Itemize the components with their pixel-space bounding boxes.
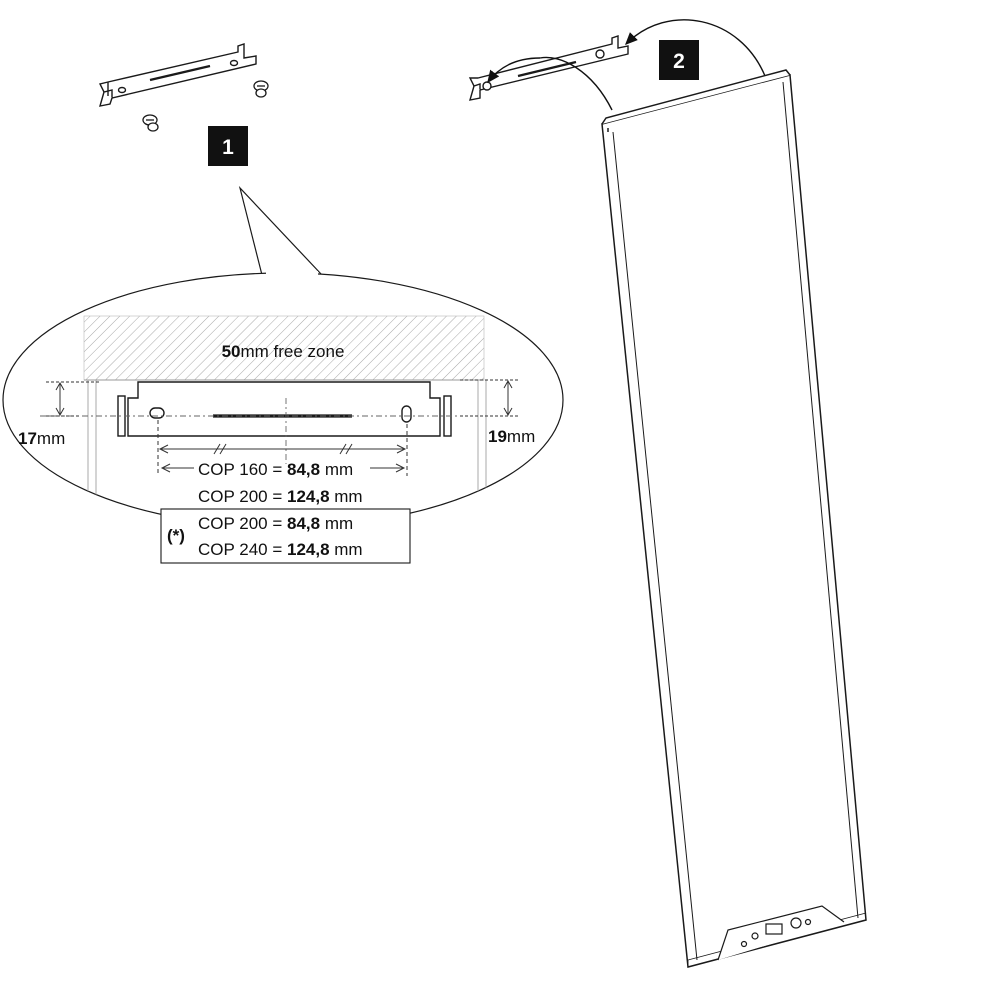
step-2-badge: 2 [659, 40, 699, 80]
step-2-number: 2 [673, 50, 685, 73]
callout-pointer [238, 185, 323, 276]
note-spacing-cop200: COP 200 = 84,8 mm [198, 514, 353, 533]
mount-arrow [539, 56, 613, 111]
hole-spacing-dimension [157, 420, 408, 476]
left-offset-dimension [46, 381, 100, 417]
free-zone-label: 50mm free zone [222, 342, 345, 361]
note-marker: (*) [167, 526, 185, 545]
bracket-front-view [117, 381, 452, 437]
note-box [160, 508, 411, 564]
rotate-arrow [625, 19, 766, 77]
left-offset-label: 17mm [18, 429, 65, 448]
free-zone-hatch [83, 315, 485, 381]
free-zone-text: mm free zone [240, 342, 344, 361]
right-offset-label: 19mm [488, 427, 535, 446]
radiator-panel [601, 69, 867, 968]
right-offset-dimension [460, 379, 520, 417]
step1-bracket-illustration [98, 43, 257, 107]
screw-icon [253, 80, 269, 98]
radiator-control-panel [717, 905, 845, 961]
mount-arrow [487, 57, 541, 84]
step2-bracket-illustration [468, 35, 629, 101]
note-spacing-cop240: COP 240 = 124,8 mm [198, 540, 363, 559]
step-1-badge: 1 [208, 126, 248, 166]
screw-icon [142, 114, 159, 132]
spacing-cop200: COP 200 = 124,8 mm [198, 487, 363, 506]
free-zone-value: 50 [222, 342, 241, 361]
detail-view [83, 315, 487, 527]
step-1-number: 1 [222, 136, 234, 159]
spacing-cop160: COP 160 = 84,8 mm [198, 460, 353, 479]
